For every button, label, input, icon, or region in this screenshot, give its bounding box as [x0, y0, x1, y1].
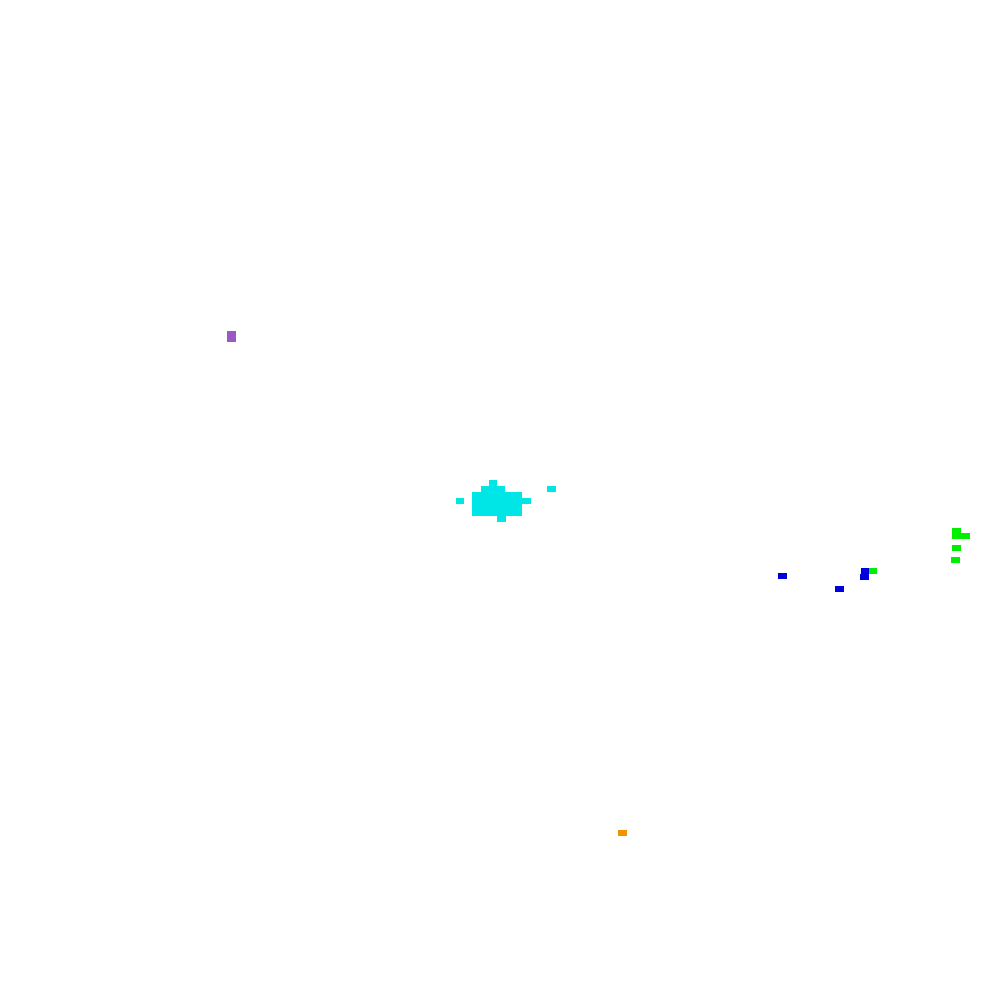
blue-cluster-pixel — [860, 574, 869, 580]
purple-cluster-pixel — [227, 331, 236, 342]
cyan-cluster-pixel — [472, 510, 522, 516]
cyan-cluster-pixel — [472, 492, 522, 498]
cyan-cluster-pixel — [472, 504, 522, 510]
blue-cluster-pixel — [778, 573, 787, 579]
cyan-cluster-pixel — [547, 486, 556, 492]
cyan-cluster-pixel — [456, 498, 464, 504]
green-cluster-pixel — [952, 528, 961, 533]
cyan-cluster-pixel — [497, 516, 506, 522]
purple-cluster — [227, 331, 236, 342]
blue-cluster-pixel — [861, 568, 869, 574]
cyan-cluster-pixel — [522, 498, 531, 504]
green-cluster-pixel — [951, 557, 960, 563]
green-cluster-pixel — [952, 545, 961, 551]
cyan-cluster-pixel — [481, 486, 505, 492]
blue-cluster — [778, 568, 869, 592]
orange-cluster-pixel — [618, 830, 627, 836]
green-cluster-pixel — [869, 568, 877, 574]
clusters-layer — [227, 331, 970, 836]
cyan-cluster — [456, 480, 556, 522]
blue-cluster-pixel — [835, 586, 844, 592]
green-cluster — [869, 528, 970, 574]
cyan-cluster-pixel — [472, 498, 522, 504]
cyan-cluster-pixel — [489, 480, 497, 486]
orange-cluster — [618, 830, 627, 836]
green-cluster-pixel — [952, 533, 970, 539]
